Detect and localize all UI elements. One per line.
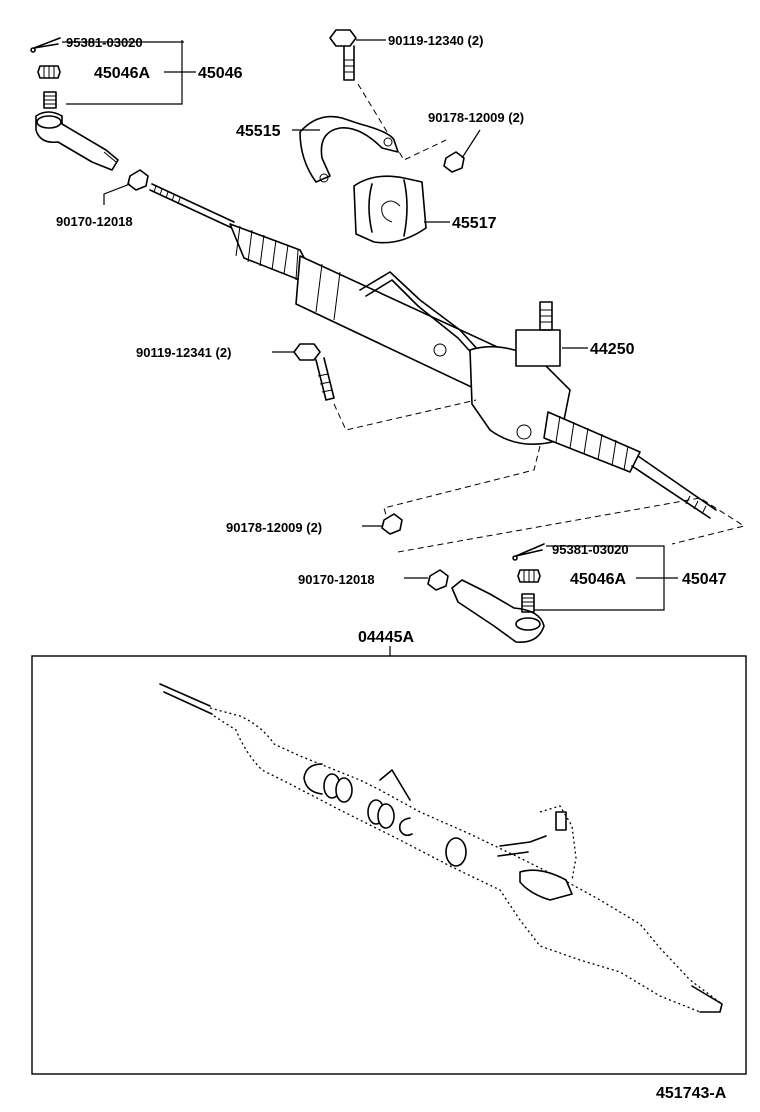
dash-tie-rod-right xyxy=(397,497,746,553)
leader-nut-top xyxy=(461,129,481,159)
label-kit: 04445A xyxy=(358,629,414,646)
castle-nut-right xyxy=(517,569,541,583)
kit-rack-outline xyxy=(159,683,723,1013)
label-nut-a-left: 45046A xyxy=(94,65,150,82)
tie-rod-end-left xyxy=(35,91,119,171)
steering-rack-assembly xyxy=(149,183,717,519)
kit-box xyxy=(31,655,747,1075)
kit-seal-rings xyxy=(303,763,467,867)
label-nut-bot: 90178-12009 (2) xyxy=(226,520,322,535)
cotter-pin-left xyxy=(30,37,61,53)
castle-nut-left xyxy=(37,65,61,79)
leader-locknut-left xyxy=(103,183,131,205)
nut-bottom xyxy=(381,513,403,535)
label-cotter-pin-right: 95381-03020 xyxy=(552,542,629,557)
bushing-45517 xyxy=(353,175,427,244)
bracket-45515 xyxy=(299,115,399,183)
diagram-code: 451743-A xyxy=(656,1085,727,1102)
label-tie-rod-end-right: 45047 xyxy=(682,571,727,588)
label-locknut-right: 90170-12018 xyxy=(298,572,375,587)
dash-nut-bot xyxy=(383,445,541,523)
label-nut-top: 90178-12009 (2) xyxy=(428,110,524,125)
nut-top xyxy=(443,151,465,173)
label-gear-assy: 44250 xyxy=(590,341,635,358)
tie-rod-end-right xyxy=(451,579,545,643)
label-bolt-top: 90119-12340 (2) xyxy=(388,33,483,48)
leader-bracket-left xyxy=(66,40,183,105)
label-bushing: 45517 xyxy=(452,215,497,232)
label-bolt-mid: 90119-12341 (2) xyxy=(136,345,231,360)
dash-bolt-mid xyxy=(333,399,477,431)
label-tie-rod-end-left: 45046 xyxy=(198,65,243,82)
cotter-pin-right xyxy=(512,543,545,561)
lock-nut-left xyxy=(127,169,149,191)
kit-housing xyxy=(497,811,573,901)
label-cotter-pin-left: 95381-03020 xyxy=(66,35,143,50)
label-bracket: 45515 xyxy=(236,123,281,140)
label-nut-a-right: 45046A xyxy=(570,571,626,588)
bolt-top xyxy=(329,29,357,81)
label-locknut-left: 90170-12018 xyxy=(56,214,133,229)
lock-nut-right xyxy=(427,569,449,591)
bolt-mid xyxy=(293,343,335,401)
